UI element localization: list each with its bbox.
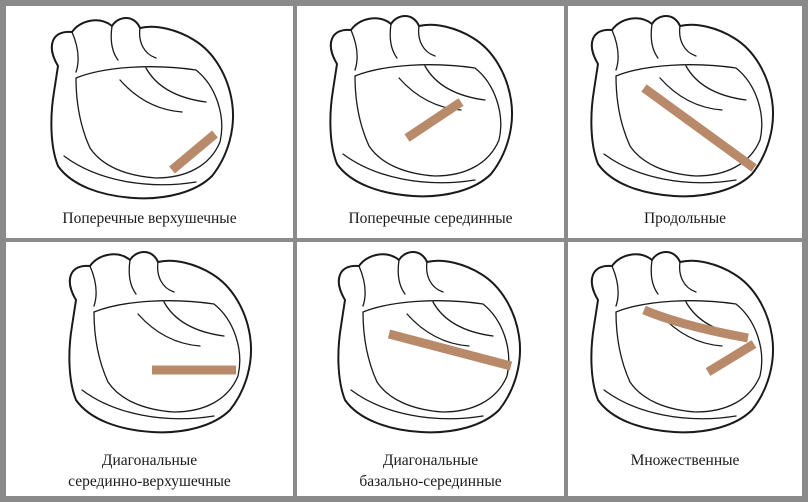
heart-diagram (6, 6, 293, 238)
caption-line: серединно-верхушечные (6, 471, 293, 492)
caption-line: базально-серединные (297, 471, 564, 492)
caption-line: Поперечные верхушечные (6, 208, 293, 229)
caption-line: Множественные (568, 450, 802, 471)
cut-line (172, 134, 215, 170)
cut-line (407, 102, 461, 138)
caption-line: Продольные (568, 208, 802, 229)
panel-longitudinal: Продольные (568, 6, 802, 238)
caption-line: Поперечные серединные (297, 208, 564, 229)
cut-line (644, 88, 754, 168)
cut-line (708, 344, 754, 372)
panel-caption: Множественные (568, 450, 802, 471)
panel-caption: Поперечные серединные (297, 208, 564, 229)
panel-multiple: Множественные (568, 242, 802, 496)
panel-transverse-middle: Поперечные серединные (297, 6, 564, 238)
caption-line: Диагональные (297, 450, 564, 471)
panel-caption: Диагональные базально-серединные (297, 450, 564, 492)
panel-transverse-apical: Поперечные верхушечные (6, 6, 293, 238)
caption-line: Диагональные (6, 450, 293, 471)
panel-diagonal-basal-mid: Диагональные базально-серединные (297, 242, 564, 496)
cut-line (389, 334, 511, 366)
heart-diagram (568, 6, 802, 238)
panel-caption: Продольные (568, 208, 802, 229)
panel-diagonal-mid-apical: Диагональные серединно-верхушечные (6, 242, 293, 496)
heart-diagram (297, 6, 564, 238)
panel-caption: Диагональные серединно-верхушечные (6, 450, 293, 492)
panel-caption: Поперечные верхушечные (6, 208, 293, 229)
